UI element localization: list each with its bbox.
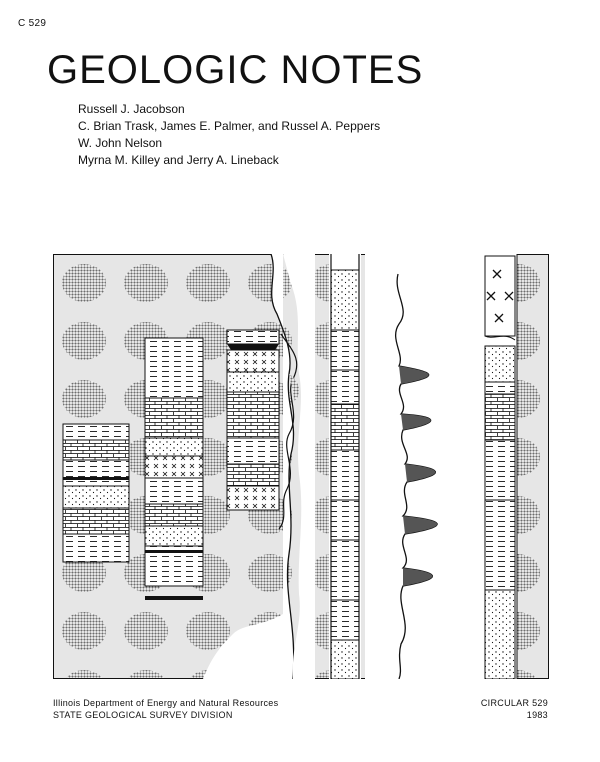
page-title: GEOLOGIC NOTES [47,48,424,92]
strat-column-3 [226,329,280,511]
strat-column-4 [329,254,361,679]
author-line-2: C. Brian Trask, James E. Palmer, and Rus… [78,119,381,133]
agency-department: Illinois Department of Energy and Natura… [53,698,279,708]
publication-year: 1983 [526,710,548,720]
stratigraphic-columns-illustration [53,254,549,679]
document-code: C 529 [18,18,47,29]
author-line-1: Russell J. Jacobson [78,102,185,116]
agency-division: STATE GEOLOGICAL SURVEY DIVISION [53,710,233,720]
strat-column-5 [483,254,518,679]
series-block: CIRCULAR 529 1983 [481,697,548,721]
cover-illustration [53,254,549,679]
author-list: Russell J. Jacobson C. Brian Trask, Jame… [78,101,380,169]
series-label: CIRCULAR 529 [480,698,548,708]
author-line-3: W. John Nelson [78,136,163,150]
agency-block: Illinois Department of Energy and Natura… [53,697,278,721]
author-line-4: Myrna M. Killey and Jerry A. Lineback [78,153,279,167]
strat-column-1 [62,423,130,563]
strat-column-2 [144,337,204,600]
